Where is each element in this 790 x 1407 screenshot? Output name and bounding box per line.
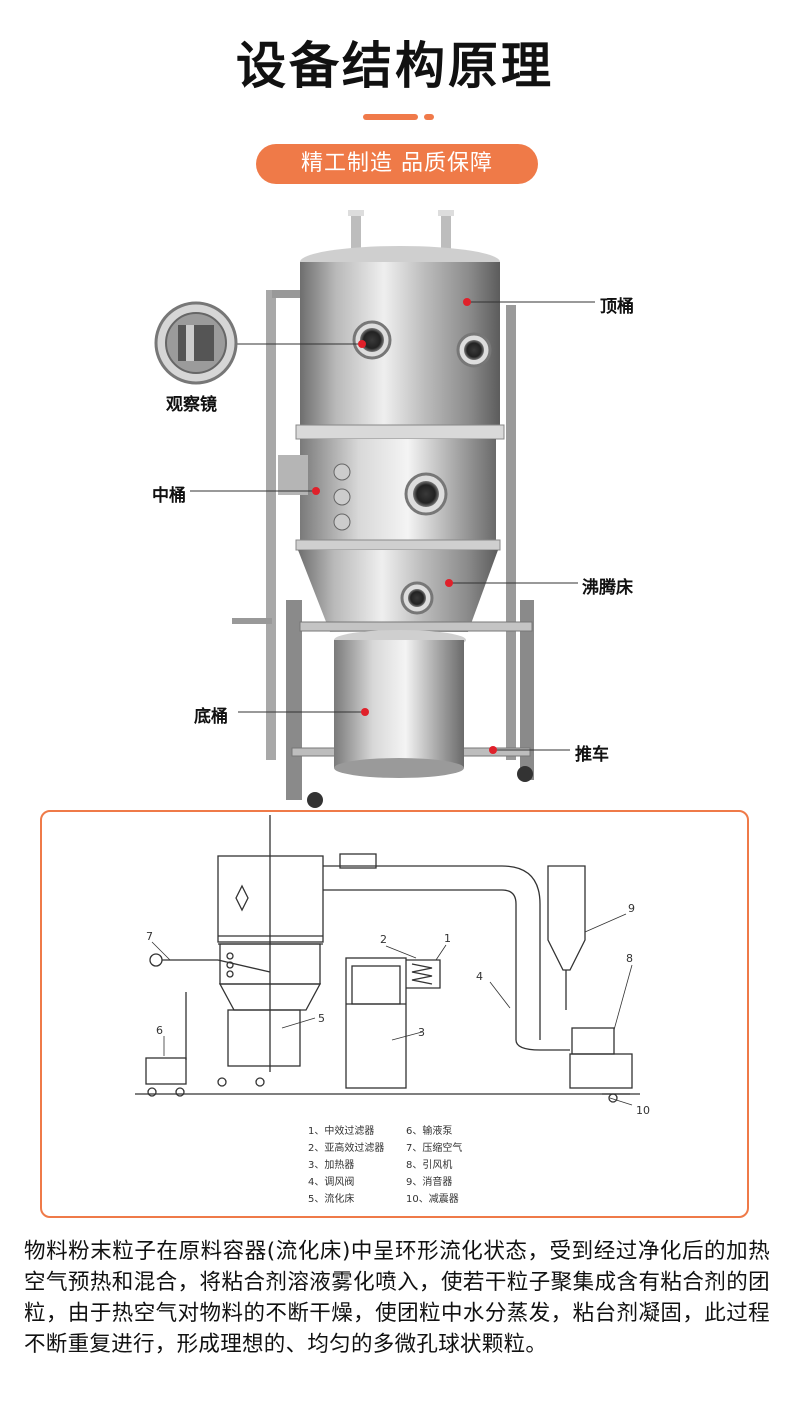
label-bottom-barrel: 底桶: [194, 707, 228, 727]
label-fluid-bed: 沸腾床: [582, 578, 633, 598]
diagram-num-7: 7: [146, 930, 153, 943]
diagram-num-6: 6: [156, 1024, 163, 1037]
legend-item-1: 1、中效过滤器: [308, 1124, 374, 1137]
diagram-num-4: 4: [476, 970, 483, 983]
label-sight-glass: 观察镜: [166, 395, 217, 415]
title-underline-long: [363, 114, 418, 120]
legend-item-2: 2、亚高效过滤器: [308, 1141, 384, 1154]
legend-item-6: 6、输液泵: [406, 1124, 452, 1137]
diagram-num-5: 5: [318, 1012, 325, 1025]
diagram-num-10: 10: [636, 1104, 650, 1117]
legend-item-8: 8、引风机: [406, 1158, 452, 1171]
legend-item-4: 4、调风阀: [308, 1175, 354, 1188]
diagram-num-1: 1: [444, 932, 451, 945]
label-middle-barrel: 中桶: [152, 486, 186, 506]
legend-item-7: 7、压缩空气: [406, 1141, 462, 1154]
label-top-barrel: 顶桶: [600, 297, 634, 317]
legend-item-3: 3、加热器: [308, 1158, 354, 1171]
schematic-frame: [40, 810, 749, 1218]
diagram-num-2: 2: [380, 933, 387, 946]
legend-item-10: 10、减震器: [406, 1193, 459, 1205]
diagram-num-8: 8: [626, 952, 633, 965]
quality-badge: 精工制造 品质保障: [256, 144, 538, 184]
diagram-num-9: 9: [628, 902, 635, 915]
process-description: 物料粉末粒子在原料容器(流化床)中呈环形流化状态，受到经过净化后的加热空气预热和…: [24, 1239, 770, 1357]
legend-item-9: 9、消音器: [406, 1175, 452, 1188]
page-title: 设备结构原理: [236, 37, 554, 95]
equipment-photo: [154, 210, 595, 808]
schematic-diagram: 1 2 3 4 5 6 7 8 9 10 1、中效过滤器 2、亚高效过滤器 3、…: [135, 815, 650, 1205]
diagram-num-3: 3: [418, 1026, 425, 1039]
label-cart: 推车: [575, 745, 609, 765]
legend-item-5: 5、流化床: [308, 1192, 354, 1205]
title-underline-short: [424, 114, 434, 120]
